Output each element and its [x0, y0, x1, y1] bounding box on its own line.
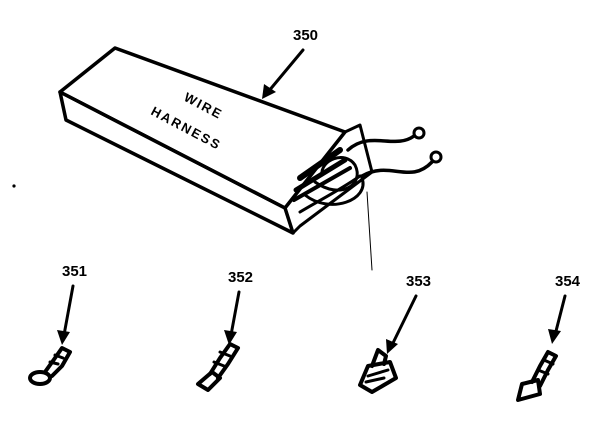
callout-354: 354 — [555, 273, 581, 290]
callout-351-arrow — [57, 284, 75, 345]
callout-354-arrow — [548, 294, 567, 344]
callout-351: 351 — [62, 263, 87, 280]
ring-terminal-351 — [28, 346, 72, 386]
quick-connect-terminal-353 — [358, 348, 398, 394]
callout-352: 352 — [228, 269, 253, 286]
callout-350-arrow — [262, 48, 305, 99]
wire-harness-package — [58, 46, 443, 271]
callout-353: 353 — [406, 273, 431, 290]
scan-speck — [12, 184, 16, 188]
flag-terminal-354 — [516, 350, 558, 402]
spade-terminal-352 — [196, 342, 240, 392]
callout-352-arrow — [224, 290, 241, 345]
box-label-line-1: WIRE — [182, 89, 226, 122]
callout-353-arrow — [386, 294, 418, 354]
callout-350: 350 — [293, 27, 318, 44]
